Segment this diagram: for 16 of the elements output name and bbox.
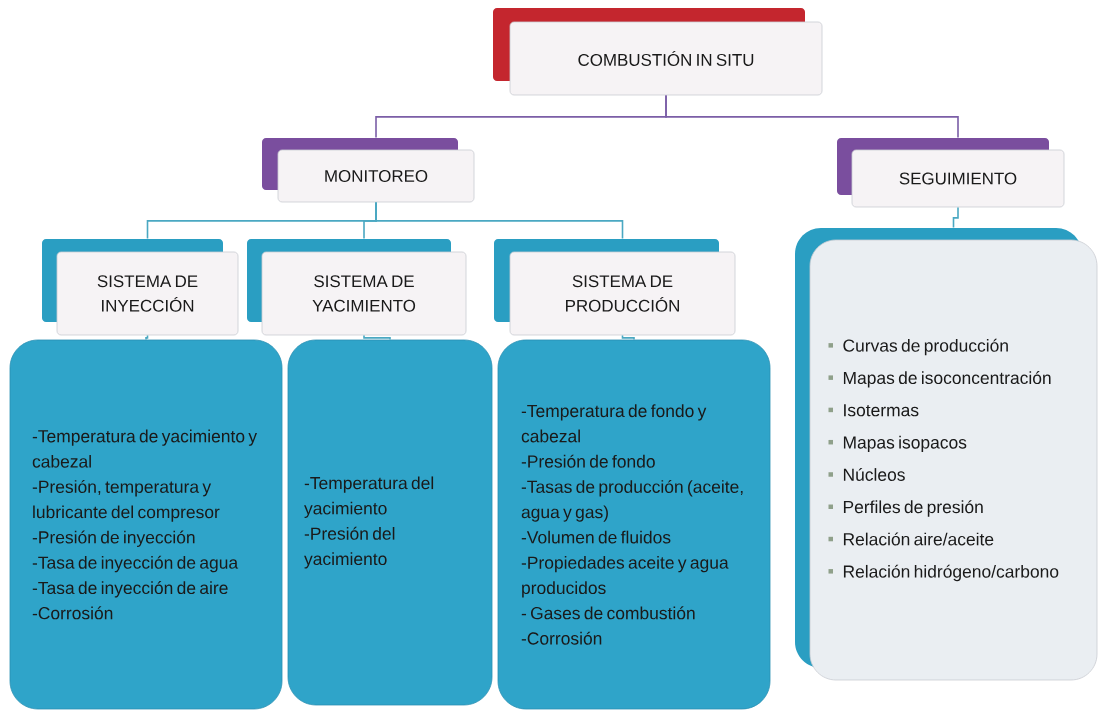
heading-box: SISTEMA DE INYECCIÓN: [42, 239, 239, 336]
heading-box: COMBUSTIÓN IN SITU: [493, 8, 823, 96]
connector-line: [363, 334, 391, 341]
heading-box: SEGUIMIENTO: [837, 138, 1065, 208]
connector-line: [375, 201, 624, 240]
heading-box: MONITOREO: [262, 138, 475, 203]
connector-line: [621, 334, 635, 341]
list-box: -Temperatura de yacimiento y cabezal -Presión, temperatura y lubricante del compresor -Presión de inyección -Tasa de inyección de agua -Tasa de inyección de aire -Corrosión: [9, 339, 283, 710]
list-box: -Temperatura de fondo y cabezal -Presión de fondo -Tasas de producción (aceite, agua y gas) -Volumen de fluidos -Propiedades aceite y agua producidos - Gases de combustión -Corrosión: [497, 339, 771, 710]
bullet-list-panel: Curvas de producción Mapas de isoconcentración Isotermas Mapas isopacos Núcleos Perfiles de presión Relación aire/aceite Relación hidrógeno/carbono: [795, 228, 1098, 681]
connector-line: [145, 334, 149, 341]
list-box: -Temperatura del yacimiento -Presión del yacimiento: [287, 339, 493, 706]
connector-line: [665, 94, 959, 139]
heading-box: SISTEMA DE YACIMIENTO: [247, 239, 467, 336]
heading-box: SISTEMA DE PRODUCCIÓN: [494, 239, 736, 336]
connector-line: [952, 206, 959, 229]
